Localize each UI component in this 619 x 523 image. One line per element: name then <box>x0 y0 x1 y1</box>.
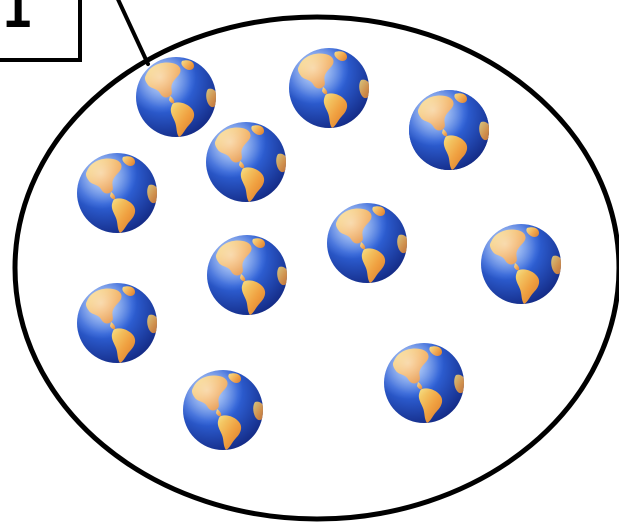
globe-icon <box>77 153 159 233</box>
globe-icon <box>481 224 563 304</box>
globe-icon <box>183 370 265 450</box>
globe-icon <box>384 343 466 423</box>
globe-icon <box>289 48 371 128</box>
globe-icon <box>206 122 288 202</box>
globe-icon <box>136 57 218 137</box>
pointer-line <box>116 0 148 64</box>
globe-icon <box>77 283 159 363</box>
set-label: 1 <box>2 0 32 39</box>
globe-icon <box>207 235 289 315</box>
globe-icon <box>327 203 409 283</box>
globe-icon <box>409 90 491 170</box>
